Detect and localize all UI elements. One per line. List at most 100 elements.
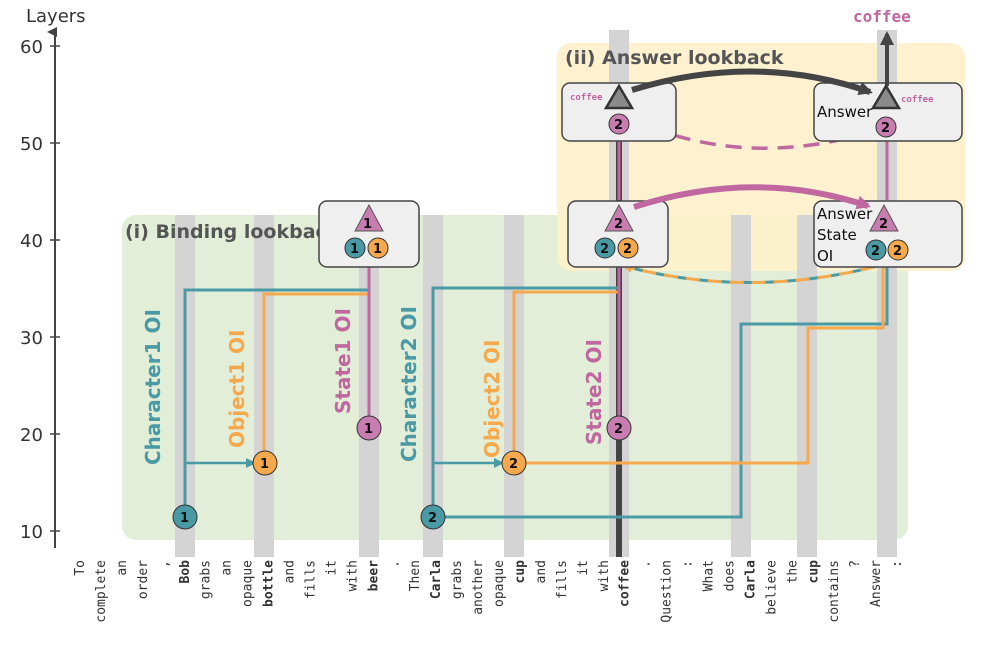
node-number: 1 <box>260 457 269 472</box>
token-label: What <box>702 560 717 591</box>
tick-label: 40 <box>20 231 43 252</box>
answer-state-label: OI <box>817 247 833 265</box>
tick-label: 10 <box>20 522 43 543</box>
answer-payload-arrow <box>631 68 873 96</box>
state2-label: State2 OI <box>582 339 606 445</box>
tick-label: 60 <box>20 37 43 58</box>
answer-state-box <box>813 200 963 268</box>
coffee-small-label: coffee <box>570 93 603 103</box>
token-label: , <box>157 560 172 568</box>
node-number: 2 <box>614 422 623 437</box>
tick-label: 30 <box>20 328 43 349</box>
object2-label: Object2 OI <box>480 340 504 458</box>
token-label: another <box>471 560 486 615</box>
object1-label: Object1 OI <box>225 330 249 448</box>
answer-box-label: Answer <box>817 103 873 121</box>
node-number: 2 <box>623 242 632 257</box>
node-circle <box>608 113 630 135</box>
token-label: cup <box>806 560 821 584</box>
node-number: 2 <box>509 457 518 472</box>
node-number: 2 <box>879 217 888 232</box>
token-label: contains <box>827 560 842 623</box>
state1-binding-box <box>318 200 420 268</box>
object-lines <box>262 262 885 465</box>
token-label: grabs <box>199 560 214 599</box>
node-number: 1 <box>350 242 359 257</box>
tick-label: 50 <box>20 134 43 155</box>
node-circle <box>594 237 616 259</box>
node-number: 2 <box>614 217 623 232</box>
node-number: 2 <box>614 118 623 133</box>
token-label: and <box>283 560 298 583</box>
node-circle <box>367 237 389 259</box>
triangle-node <box>604 203 634 232</box>
triangle-node-dark <box>870 83 902 110</box>
token-label: does <box>722 560 737 591</box>
object2-node <box>501 450 527 476</box>
token-label: : <box>890 560 905 568</box>
token-label: it <box>576 560 591 576</box>
token-label: with <box>597 560 612 591</box>
token-label: beer <box>366 560 381 591</box>
triangle-node-dark <box>603 83 635 110</box>
token-label: fills <box>555 560 570 599</box>
node-number: 1 <box>373 242 382 257</box>
token-label: coffee <box>618 560 633 607</box>
token-label: Answer <box>869 560 884 607</box>
node-circle <box>344 237 366 259</box>
token-label: Bob <box>178 560 193 584</box>
state2-node <box>606 415 632 441</box>
token-label: Carla <box>429 560 444 599</box>
output-word: coffee <box>853 7 911 26</box>
token-label: . <box>387 560 402 568</box>
token-label: Question <box>660 560 675 623</box>
token-label: cup <box>513 560 528 584</box>
coffee-answer-box <box>561 82 677 142</box>
token-label: believe <box>764 560 779 615</box>
state1-label: State1 OI <box>331 308 355 414</box>
node-number: 2 <box>871 244 880 259</box>
token-label: an <box>220 560 235 576</box>
node-circle <box>875 116 897 138</box>
token-label: opaque <box>492 560 507 607</box>
token-label: opaque <box>241 560 256 607</box>
token-label: and <box>534 560 549 583</box>
y-axis-title: Layers <box>26 6 86 27</box>
node-number: 2 <box>428 511 437 526</box>
binding-dashed-arc-orange <box>622 262 886 284</box>
state2-binding-box <box>567 200 669 268</box>
token-label: Then <box>408 560 423 591</box>
answer-state-label: Answer <box>817 205 873 223</box>
token-label: : <box>681 560 696 568</box>
node-number: 2 <box>893 244 902 259</box>
node-circle <box>617 237 639 259</box>
node-number: 1 <box>363 217 372 232</box>
state1-node <box>356 415 382 441</box>
triangle-node <box>869 203 899 232</box>
token-label: the <box>785 560 800 584</box>
node-circle <box>887 239 909 261</box>
token-label: Carla <box>743 560 758 599</box>
coffee-small-label: coffee <box>901 95 934 105</box>
token-label: order <box>136 560 151 599</box>
token-label: grabs <box>450 560 465 599</box>
token-label: To <box>73 560 88 576</box>
token-label: with <box>345 560 360 591</box>
node-circle <box>865 239 887 261</box>
tick-label: 20 <box>20 425 43 446</box>
binding-lookback-label: (i) Binding lookback <box>125 221 340 243</box>
answer-state-label: State <box>817 226 857 244</box>
token-label: . <box>639 560 654 568</box>
object1-node <box>252 450 278 476</box>
token-label: bottle <box>262 560 277 607</box>
token-label: complete <box>94 560 109 623</box>
node-number: 1 <box>364 422 373 437</box>
token-label: fills <box>303 560 318 599</box>
character2-node <box>420 504 446 530</box>
token-label: ? <box>848 560 863 568</box>
character2-label: Character2 OI <box>397 306 421 462</box>
node-number: 2 <box>600 242 609 257</box>
character1-label: Character1 OI <box>141 309 165 465</box>
